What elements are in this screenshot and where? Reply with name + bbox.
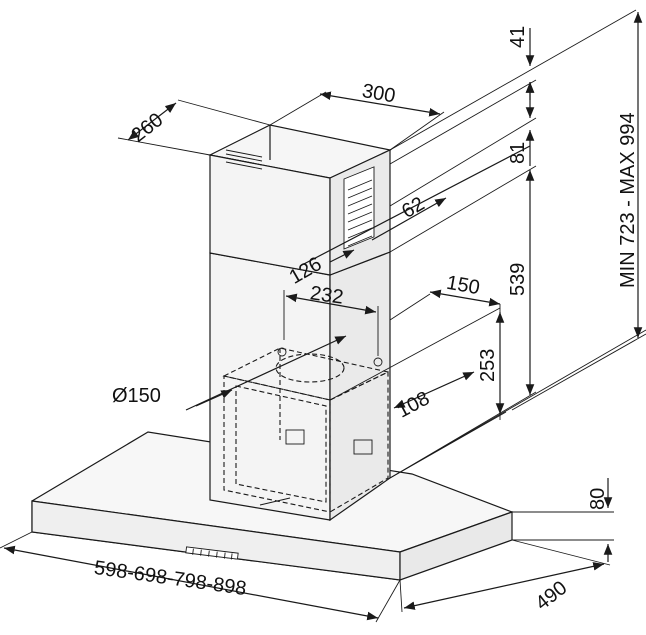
- dim-label-outlet-diameter: Ø150: [112, 385, 161, 407]
- dim-min-max: MIN 723 - MAX 994: [511, 11, 646, 411]
- motor-bracket-right: [353, 439, 373, 455]
- motor-housing-hidden: [222, 347, 390, 513]
- vent-slots-right: [343, 166, 375, 250]
- dim-label-min-max: MIN 723 - MAX 994: [617, 112, 639, 288]
- vent-slots-left: [225, 149, 263, 170]
- mount-screw-left: [277, 347, 287, 357]
- cable-stub: [259, 497, 291, 506]
- ext-line-81: [389, 117, 537, 207]
- dim-label-253: 253: [477, 349, 499, 382]
- dim-label-539: 539: [507, 263, 529, 296]
- dim-108: 108: [394, 371, 475, 423]
- dim-label-232: 232: [309, 282, 345, 308]
- ext-line-41-bottom: [389, 79, 537, 165]
- dim-label-490: 490: [532, 577, 572, 615]
- dim-label-widths: 598-698-798-898: [93, 557, 248, 600]
- dim-232: 232: [283, 282, 379, 356]
- dim-label-62: 62: [398, 193, 428, 223]
- dim-80: 80: [512, 478, 614, 562]
- dim-126-line: [299, 145, 531, 267]
- ext-top-line: [389, 9, 637, 151]
- chimney-upper: [208, 124, 392, 276]
- dim-label-300: 300: [360, 80, 397, 107]
- dim-41: 41: [507, 26, 535, 100]
- mount-screw-right: [373, 357, 383, 367]
- motor-bracket-left: [285, 429, 305, 445]
- dim-label-41: 41: [507, 26, 529, 48]
- motor-outlet-ring: [275, 353, 345, 383]
- dim-label-80: 80: [587, 488, 609, 510]
- dim-253: 253: [329, 307, 507, 479]
- dim-outlet-diameter: Ø150: [112, 335, 347, 411]
